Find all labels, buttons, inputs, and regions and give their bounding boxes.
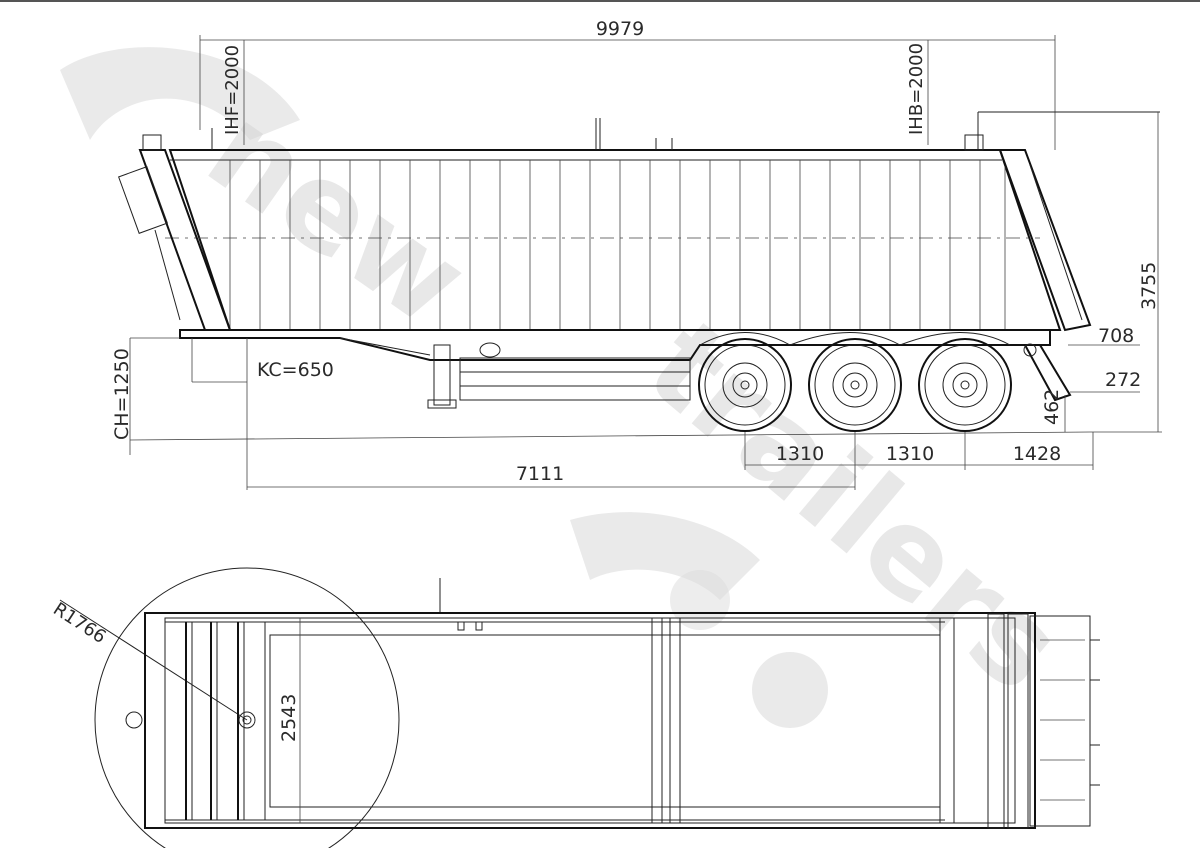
side-guard xyxy=(459,357,691,401)
ground-line xyxy=(129,431,1091,441)
body-ribs xyxy=(229,160,1006,330)
dim-rear-overhang-height: 708 xyxy=(1098,325,1134,347)
dim-overall-width: 2543 xyxy=(278,694,300,742)
wheel-1 xyxy=(698,338,792,432)
dim-axle-spacing-1: 1310 xyxy=(776,443,824,465)
top-border xyxy=(0,0,1200,2)
dim-swing-radius: R1766 xyxy=(49,599,109,648)
dim-overall-length: 9979 xyxy=(596,18,644,40)
dim-kingpin-clearance: KC=650 xyxy=(257,359,334,381)
swing-radius-circle xyxy=(94,567,400,848)
dim-axle-spacing-2: 1310 xyxy=(886,443,934,465)
rear-bumper xyxy=(1023,344,1072,402)
dim-rear-overhang: 1428 xyxy=(1013,443,1061,465)
dim-bumper-height: 462 xyxy=(1041,389,1063,425)
tipper-body xyxy=(168,149,1062,331)
dim-bumper-offset: 272 xyxy=(1105,369,1141,391)
dim-coupling-height: CH=1250 xyxy=(111,348,133,440)
dim-ihf: IHF=2000 xyxy=(222,45,243,135)
landing-gear xyxy=(433,344,451,406)
wheel-2 xyxy=(808,338,902,432)
side-view: 9979 IHF=2000 IHB=2000 xyxy=(111,18,1162,490)
tailgate xyxy=(998,149,1092,332)
wheel-3 xyxy=(918,338,1012,432)
dim-kingpin-to-axle: 7111 xyxy=(516,463,564,485)
dim-total-height: 3755 xyxy=(1138,262,1160,310)
top-body-outline xyxy=(144,612,1036,829)
dim-ihb: IHB=2000 xyxy=(906,43,927,135)
chassis xyxy=(179,329,1051,361)
